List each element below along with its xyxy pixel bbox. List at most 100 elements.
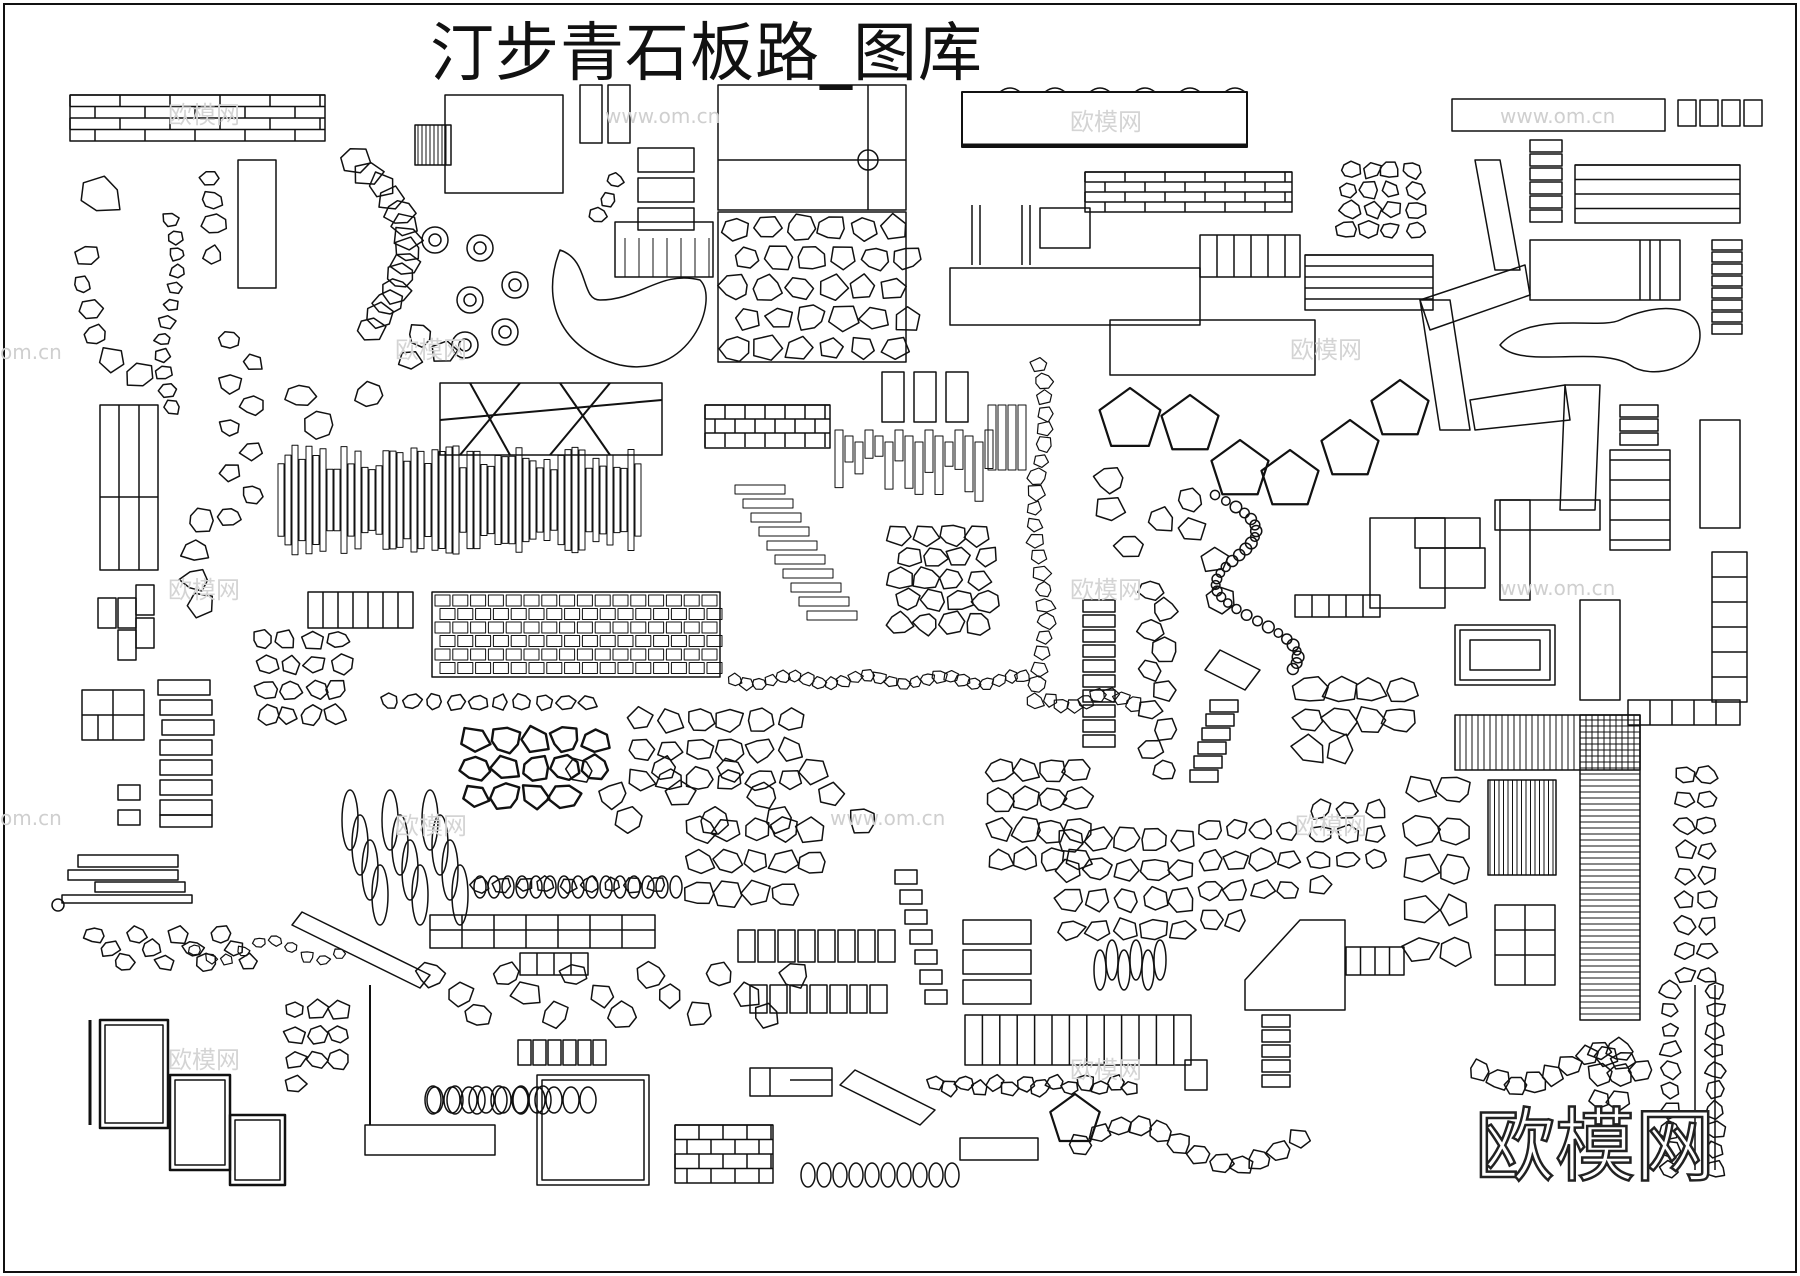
stone-pebble xyxy=(727,672,743,687)
small-tile xyxy=(1529,181,1563,195)
small-tile xyxy=(1082,644,1116,658)
stepping-stone xyxy=(628,738,656,762)
stepping-stone xyxy=(368,171,394,198)
boardwalk-segment xyxy=(1529,239,1681,301)
ashlar-block xyxy=(670,662,687,674)
stepping-stone xyxy=(305,1050,329,1069)
stepping-stone xyxy=(323,703,348,726)
left-stacked-planks xyxy=(51,404,193,912)
ashlar-block xyxy=(546,608,563,620)
timber-plank xyxy=(396,452,404,548)
stone-pebble xyxy=(953,673,971,687)
ashlar-block xyxy=(706,662,723,674)
long-beam xyxy=(961,87,1763,148)
stepping-stone xyxy=(744,770,777,792)
stepping-stone xyxy=(354,380,384,408)
stepping-stone xyxy=(651,755,677,781)
stepping-stone xyxy=(646,877,666,892)
bottom-left-frames xyxy=(82,925,351,1187)
dark-stone xyxy=(521,784,551,811)
paving-slab xyxy=(1414,517,1481,549)
dark-stone xyxy=(489,782,521,810)
ashlar-block xyxy=(617,608,634,620)
stepping-stone xyxy=(1010,816,1041,843)
compass-mark xyxy=(857,149,879,171)
boardwalk-segment xyxy=(1499,499,1531,601)
stone-pebble xyxy=(1026,467,1047,486)
stepping-stone xyxy=(784,335,814,360)
stepping-stone xyxy=(1698,916,1716,936)
stepping-plank xyxy=(750,512,802,523)
stone-pebble xyxy=(787,669,802,683)
stepping-stone xyxy=(1696,790,1718,809)
stepping-stone xyxy=(1120,1080,1138,1096)
stepping-stone xyxy=(1381,200,1402,219)
stepping-stone xyxy=(1672,817,1697,836)
step xyxy=(914,949,938,965)
pentagon-single xyxy=(1049,1092,1101,1143)
small-tile xyxy=(1529,195,1563,209)
stone-pebble xyxy=(1036,420,1054,437)
stepping-stone xyxy=(1250,879,1277,900)
stone-pebble xyxy=(1042,693,1058,708)
stepping-stone xyxy=(1697,865,1717,886)
pentagon-stone xyxy=(1370,378,1430,436)
stepping-stone xyxy=(448,981,475,1008)
pentagon-stone xyxy=(1210,438,1270,496)
watermark-cn: 欧模网 xyxy=(395,812,467,840)
stepping-stone xyxy=(718,336,750,363)
stepping-stone xyxy=(217,330,241,349)
plank-field xyxy=(277,444,642,629)
stepping-stone xyxy=(1090,1080,1110,1095)
paving-slab xyxy=(168,1073,232,1172)
ashlar-block xyxy=(670,635,687,647)
pebble-stone xyxy=(585,875,599,899)
step xyxy=(894,869,918,885)
timber-plank xyxy=(536,467,544,533)
timber-plank xyxy=(305,445,313,555)
timber-plank xyxy=(613,466,621,534)
stone-pebble xyxy=(943,669,960,683)
stone-pebble xyxy=(966,677,982,690)
small-tile xyxy=(1082,704,1116,718)
pebble-stone xyxy=(468,1085,486,1115)
timber-plank xyxy=(361,466,369,534)
paving-slab xyxy=(1184,1059,1208,1091)
stepping-stone xyxy=(1084,888,1110,913)
stepping-stone xyxy=(1695,816,1717,835)
stone-pebble xyxy=(1027,675,1047,693)
small-tile xyxy=(1711,239,1743,251)
stepping-stone xyxy=(1675,839,1697,860)
pebble-strips xyxy=(341,789,683,926)
stepping-stone xyxy=(1291,708,1324,732)
paving-slab xyxy=(174,1079,226,1166)
timber-plank xyxy=(424,462,432,538)
step xyxy=(919,969,943,985)
stepping-stone xyxy=(1336,823,1360,844)
ashlar-block xyxy=(470,621,487,634)
ashlar-block xyxy=(487,594,504,607)
watermark-cn: 欧模网 xyxy=(168,101,240,129)
stepping-stone xyxy=(885,525,912,547)
ashlar-panel xyxy=(431,591,723,678)
stepping-stone xyxy=(923,547,950,567)
ashlar-block xyxy=(559,648,576,661)
pebble-stone xyxy=(424,1085,442,1115)
stone-field-center xyxy=(1082,467,1419,783)
stepping-stone xyxy=(326,631,351,648)
ashlar-block xyxy=(452,648,469,661)
pebble-stone xyxy=(579,1086,597,1114)
stone-pebble xyxy=(162,298,179,311)
ashlar-block xyxy=(630,594,647,607)
stepping-stone xyxy=(179,539,210,561)
small-tile xyxy=(1699,99,1719,127)
small-tile xyxy=(1721,99,1741,127)
elongated-stone xyxy=(371,864,389,926)
timber-plank xyxy=(924,429,934,473)
stepping-stone xyxy=(1440,853,1470,885)
pebble-stone xyxy=(494,1086,512,1114)
stepping-stone xyxy=(189,507,214,533)
stepping-stone xyxy=(1012,758,1041,782)
pebble-stone xyxy=(599,875,613,899)
stepping-stone xyxy=(1152,680,1177,702)
